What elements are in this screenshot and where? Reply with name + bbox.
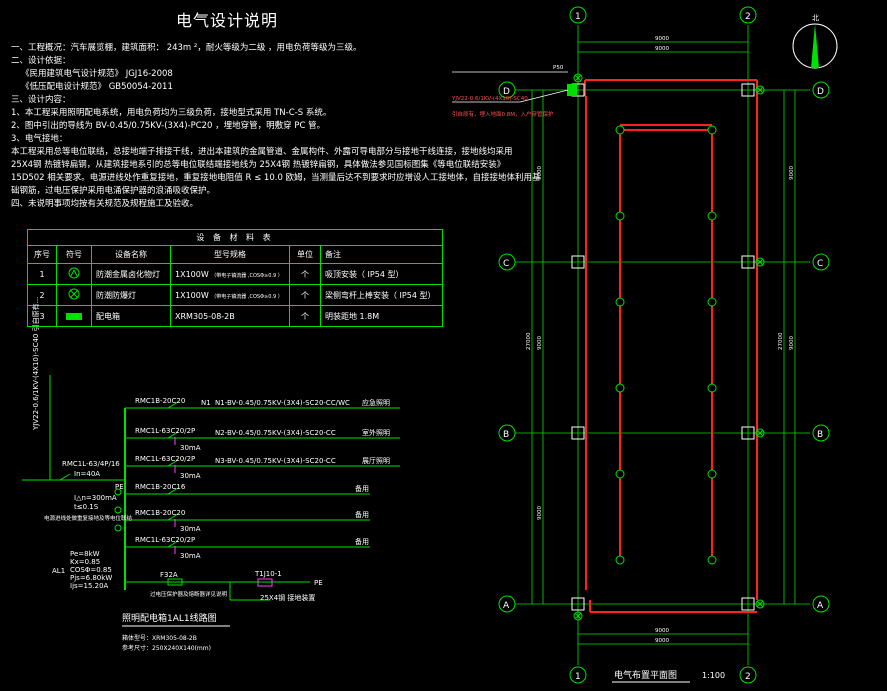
equipment-table: 设 备 材 料 表 序号 符号 设备名称 型号规格 单位 备注 1 防潮金属卤化… xyxy=(27,229,443,327)
design-notes: 一、工程概况：汽车展览棚，建筑面积： 243m ²，耐火等级为二级 ，用电负荷等… xyxy=(11,42,541,211)
branch-cable: N3-BV-0.45/0.75KV-(3X4)-SC20-CC xyxy=(215,457,336,465)
fuse-label: F32A xyxy=(160,571,178,579)
dim-width: 9000 xyxy=(655,46,669,52)
branch-load: 展厅照明 xyxy=(362,457,390,465)
branch-load: 备用 xyxy=(355,484,369,493)
diagram-title: 照明配电箱1AL1线路图 xyxy=(122,612,217,624)
axis-label-row: A xyxy=(817,601,824,611)
branch-leak: 30mA xyxy=(180,472,201,480)
note-line: 2、图中引出的导线为 BV-0.45/0.75KV-(3X4)-PC20 ，埋地… xyxy=(11,121,326,131)
branch-breaker: RMC1L-63C20/2P xyxy=(135,427,195,435)
dim-bay: 9000 xyxy=(537,336,543,350)
branch-breaker: RMC1B-20C20 xyxy=(135,509,185,517)
dim-width: 9000 xyxy=(655,36,669,42)
axis-label-row: D xyxy=(817,87,824,97)
dim-width: 9000 xyxy=(655,628,669,634)
axis-label-row: B xyxy=(817,430,823,440)
axis-label-row: B xyxy=(503,430,509,440)
dim-bay: 9000 xyxy=(789,336,795,350)
pe-label: PE xyxy=(314,579,323,587)
note-line: 《低压配电设计规范》 GB50054-2011 xyxy=(21,82,173,92)
distribution-box-icon xyxy=(567,84,577,96)
spd-cable: 25X4钢 接地装置 xyxy=(260,593,315,602)
axis-label-row: C xyxy=(817,259,823,269)
dim-bay: 9000 xyxy=(789,166,795,180)
branch-load: 备用 xyxy=(355,510,369,519)
main-breaker-label: RMC1L-63/4P/16 xyxy=(62,460,120,468)
leak-note: 电源进线处做重复接地及等电位联结 xyxy=(44,514,133,522)
top-note: P50 xyxy=(553,65,564,71)
leak-time-label: t≤0.1S xyxy=(74,503,99,511)
axis-label-col: 2 xyxy=(745,672,751,682)
leak-current-label: I△n=300mA xyxy=(74,494,117,502)
branch-load: 应急照明 xyxy=(362,398,390,407)
pe-bar-label: PE xyxy=(115,483,124,491)
branch-leak: 30mA xyxy=(180,552,201,560)
page-title: 电气设计说明 xyxy=(176,11,279,30)
north-arrow-icon xyxy=(792,23,838,69)
branch-cable: N1-BV-0.45/0.75KV-(3X4)-SC20-CC/WC xyxy=(215,399,350,407)
main-breaker-rating: In=40A xyxy=(74,470,100,478)
table-row: 3 配电箱 XRM305-08-2B 个 明装距地 1.8M xyxy=(27,305,443,327)
entrance-cable: YJV22-0.6/1KV-(4X10)-SC40 xyxy=(451,96,528,102)
branch-cable: N2-BV-0.45/0.75KV-(3X4)-SC20-CC xyxy=(215,429,336,437)
box-model: 箱体型号：XRM305-08-2B xyxy=(122,634,197,642)
plan-scale: 1:100 xyxy=(702,671,725,680)
row-name: 配电箱 xyxy=(91,305,171,327)
dim-bay: 9000 xyxy=(537,506,543,520)
calc-line: Pe=8kW xyxy=(70,550,100,558)
branch-leak: 30mA xyxy=(180,444,201,452)
dim-total: 27000 xyxy=(778,332,784,350)
note-line: 15D502 相关要求。电源进线处作重复接地，重复接地电阻值 R ≤ 10.0 … xyxy=(11,173,541,183)
north-label: 北 xyxy=(812,14,819,22)
branch-phase: N1 xyxy=(201,399,211,407)
axis-label-row: D xyxy=(503,87,510,97)
note-line: 三、设计内容： xyxy=(11,95,71,105)
branch-load: 备用 xyxy=(355,537,369,546)
axis-label-col: 1 xyxy=(575,12,581,22)
dim-width: 9000 xyxy=(655,638,669,644)
note-line: 25X4钢 热镀锌扁钢，从建筑接地系引的总等电位联结端接地线为 25X4钢 热镀… xyxy=(11,160,506,170)
branch-leak: 30mA xyxy=(180,525,201,533)
calc-line: COSΦ=0.85 xyxy=(70,566,112,574)
note-line: 础钢筋，过电压保护采用电涌保护器的浪涌吸收保护。 xyxy=(11,186,216,196)
spd-label: T1J10-1 xyxy=(254,570,282,578)
dim-total: 27000 xyxy=(526,332,532,350)
axis-label-col: 1 xyxy=(575,672,581,682)
spd-note: 过电压保护器及熔断器详见说明 xyxy=(150,590,228,598)
note-line: 《民用建筑电气设计规范》 JGJ16-2008 xyxy=(21,69,173,79)
branch-breaker: RMC1L-63C20/2P xyxy=(135,455,195,463)
calc-line: Pjs=6.80kW xyxy=(70,574,112,582)
axis-label-row: C xyxy=(503,259,509,269)
al-label: AL1 xyxy=(52,567,65,575)
note-line: 四、未说明事项均按有关规范及规程施工及验收。 xyxy=(11,199,199,209)
incoming-cable-label: YJV22-0.6/1KV-(4X10)-SC40 引自原有... xyxy=(31,297,40,431)
note-line: 3、电气接地： xyxy=(11,134,68,144)
note-line: 二、设计依据： xyxy=(11,56,71,66)
dim-bay: 9000 xyxy=(537,166,543,180)
box-size: 参考尺寸：250X240X140(mm) xyxy=(122,644,211,652)
axis-label-row: A xyxy=(503,601,510,611)
row-remark: 明装距地 1.8M xyxy=(320,305,443,327)
entrance-note: 引自原有，埋入地面0.8M，入户穿管保护 xyxy=(452,110,554,118)
branch-breaker: RMC1B-20C16 xyxy=(135,483,186,491)
plan-title: 电气布置平面图 xyxy=(614,669,677,681)
calc-line: Kx=0.85 xyxy=(70,558,100,566)
branch-load: 室外照明 xyxy=(362,428,390,437)
note-line: 本工程采用总等电位联结，总接地端子排接干线，进出本建筑的金属管道、金属构件、外露… xyxy=(11,147,513,157)
branch-breaker: RMC1L-63C20/2P xyxy=(135,536,195,544)
note-line: 1、本工程采用照明配电系统，用电负荷均为三级负荷，接地型式采用 TN-C-S 系… xyxy=(11,108,332,118)
note-line: 一、工程概况：汽车展览棚，建筑面积： 243m ²，耐火等级为二级 ，用电负荷等… xyxy=(11,43,362,53)
axis-label-col: 2 xyxy=(745,12,751,22)
branch-breaker: RMC1B-20C20 xyxy=(135,397,185,405)
calc-line: Ijs=15.20A xyxy=(70,582,109,590)
